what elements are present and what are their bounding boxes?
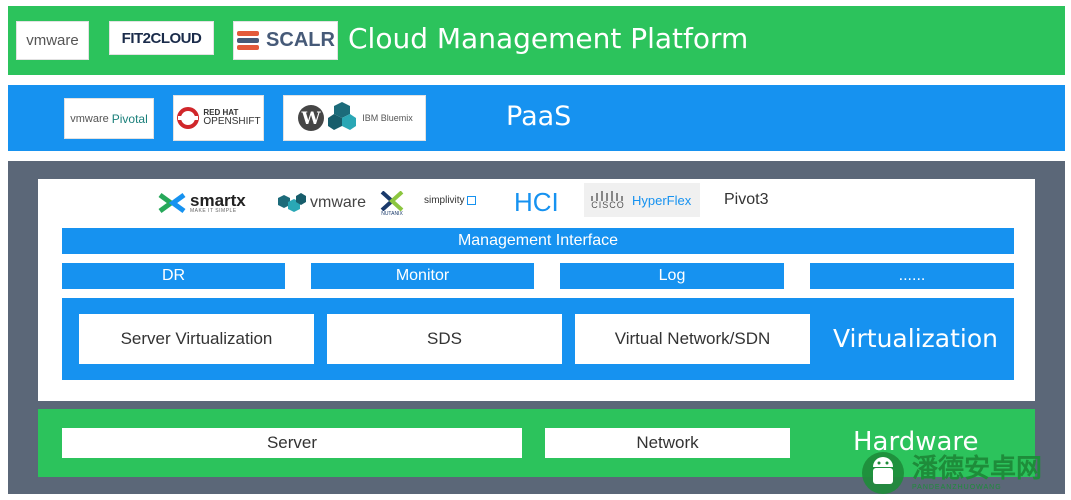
fit2cloud-logo: FIT2CLOUD — [109, 21, 214, 55]
paas-band: vmware Pivotal RED HAT OPENSHIFT W IBM B… — [8, 85, 1065, 151]
nutanix-x-icon — [380, 191, 404, 211]
fit2cloud-logo-text: FIT2CLOUD — [121, 29, 202, 47]
scalr-logo: SCALR — [233, 21, 338, 60]
service-dr: DR — [62, 263, 285, 289]
watermark-text: 潘德安卓网 — [912, 453, 1043, 484]
pivotal-text: Pivotal — [111, 111, 148, 126]
service-more: ...... — [810, 263, 1014, 289]
wordpress-bluemix-logo: W IBM Bluemix — [283, 95, 426, 141]
hyperflex-text: HyperFlex — [632, 192, 692, 208]
vmware-logo: vmware — [16, 21, 89, 60]
svg-text:W: W — [301, 109, 322, 129]
vmware-hci-text: vmware — [310, 194, 367, 211]
smartx-logo: smartx MAKE IT SIMPLE — [158, 192, 246, 214]
virtualization-title: Virtualization — [833, 324, 998, 353]
openshift-redhat-text: RED HAT — [203, 108, 239, 117]
vmware-hci-icon — [278, 193, 306, 212]
smartx-tagline: MAKE IT SIMPLE — [190, 208, 237, 214]
pivot3-logo: Pivot3 — [724, 191, 768, 209]
cmp-title: Cloud Management Platform — [348, 22, 749, 55]
cisco-text: CISCO — [591, 199, 625, 210]
wordpress-bluemix-icon: W — [298, 102, 357, 131]
openshift-text: OPENSHIFT — [203, 116, 261, 127]
paas-title: PaaS — [506, 101, 572, 132]
sds-box: SDS — [327, 314, 562, 364]
pivotal-vmware-text: vmware — [70, 112, 109, 125]
scalr-stack-icon — [237, 30, 260, 50]
cisco-hyperflex-logo: CISCO HyperFlex — [584, 183, 700, 217]
smartx-icon — [158, 192, 186, 214]
service-monitor: Monitor — [311, 263, 534, 289]
openshift-icon — [177, 107, 200, 129]
virtual-network-box: Virtual Network/SDN — [575, 314, 810, 364]
nutanix-text: NUTANIX — [381, 211, 403, 217]
smartx-text: smartx — [190, 191, 246, 210]
hardware-title: Hardware — [853, 427, 979, 457]
server-virtualization-box: Server Virtualization — [79, 314, 314, 364]
service-log: Log — [560, 263, 784, 289]
nutanix-logo: NUTANIX — [380, 191, 404, 217]
vmware-hci-logo: vmware — [274, 192, 366, 214]
network-box: Network — [545, 428, 790, 458]
pivot3-text: Pivot3 — [724, 191, 769, 208]
server-box: Server — [62, 428, 522, 458]
watermark-subtext: PANDEANZHUOWANG — [912, 483, 1002, 491]
watermark: 潘德安卓网 PANDEANZHUOWANG — [860, 450, 1065, 496]
hci-label: HCI — [514, 187, 559, 217]
android-watermark-icon — [862, 452, 904, 494]
simplivity-text: simplivity — [424, 195, 465, 206]
cisco-bars-icon — [591, 190, 623, 201]
scalr-logo-text: SCALR — [266, 29, 335, 51]
simplivity-logo: simplivity — [424, 195, 476, 206]
openshift-logo: RED HAT OPENSHIFT — [173, 95, 264, 141]
vmware-logo-text: vmware — [26, 32, 79, 49]
hardware-band: Server Network Hardware — [38, 409, 1035, 477]
vmware-pivotal-logo: vmware Pivotal — [64, 98, 154, 139]
cmp-band: vmware FIT2CLOUD SCALR Cloud Management … — [8, 6, 1065, 75]
management-interface-bar: Management Interface — [62, 228, 1014, 254]
simplivity-cube-icon — [466, 196, 476, 205]
hci-panel: smartx MAKE IT SIMPLE vmware NUTANIX sim… — [38, 179, 1035, 401]
bluemix-text: IBM Bluemix — [362, 113, 413, 123]
